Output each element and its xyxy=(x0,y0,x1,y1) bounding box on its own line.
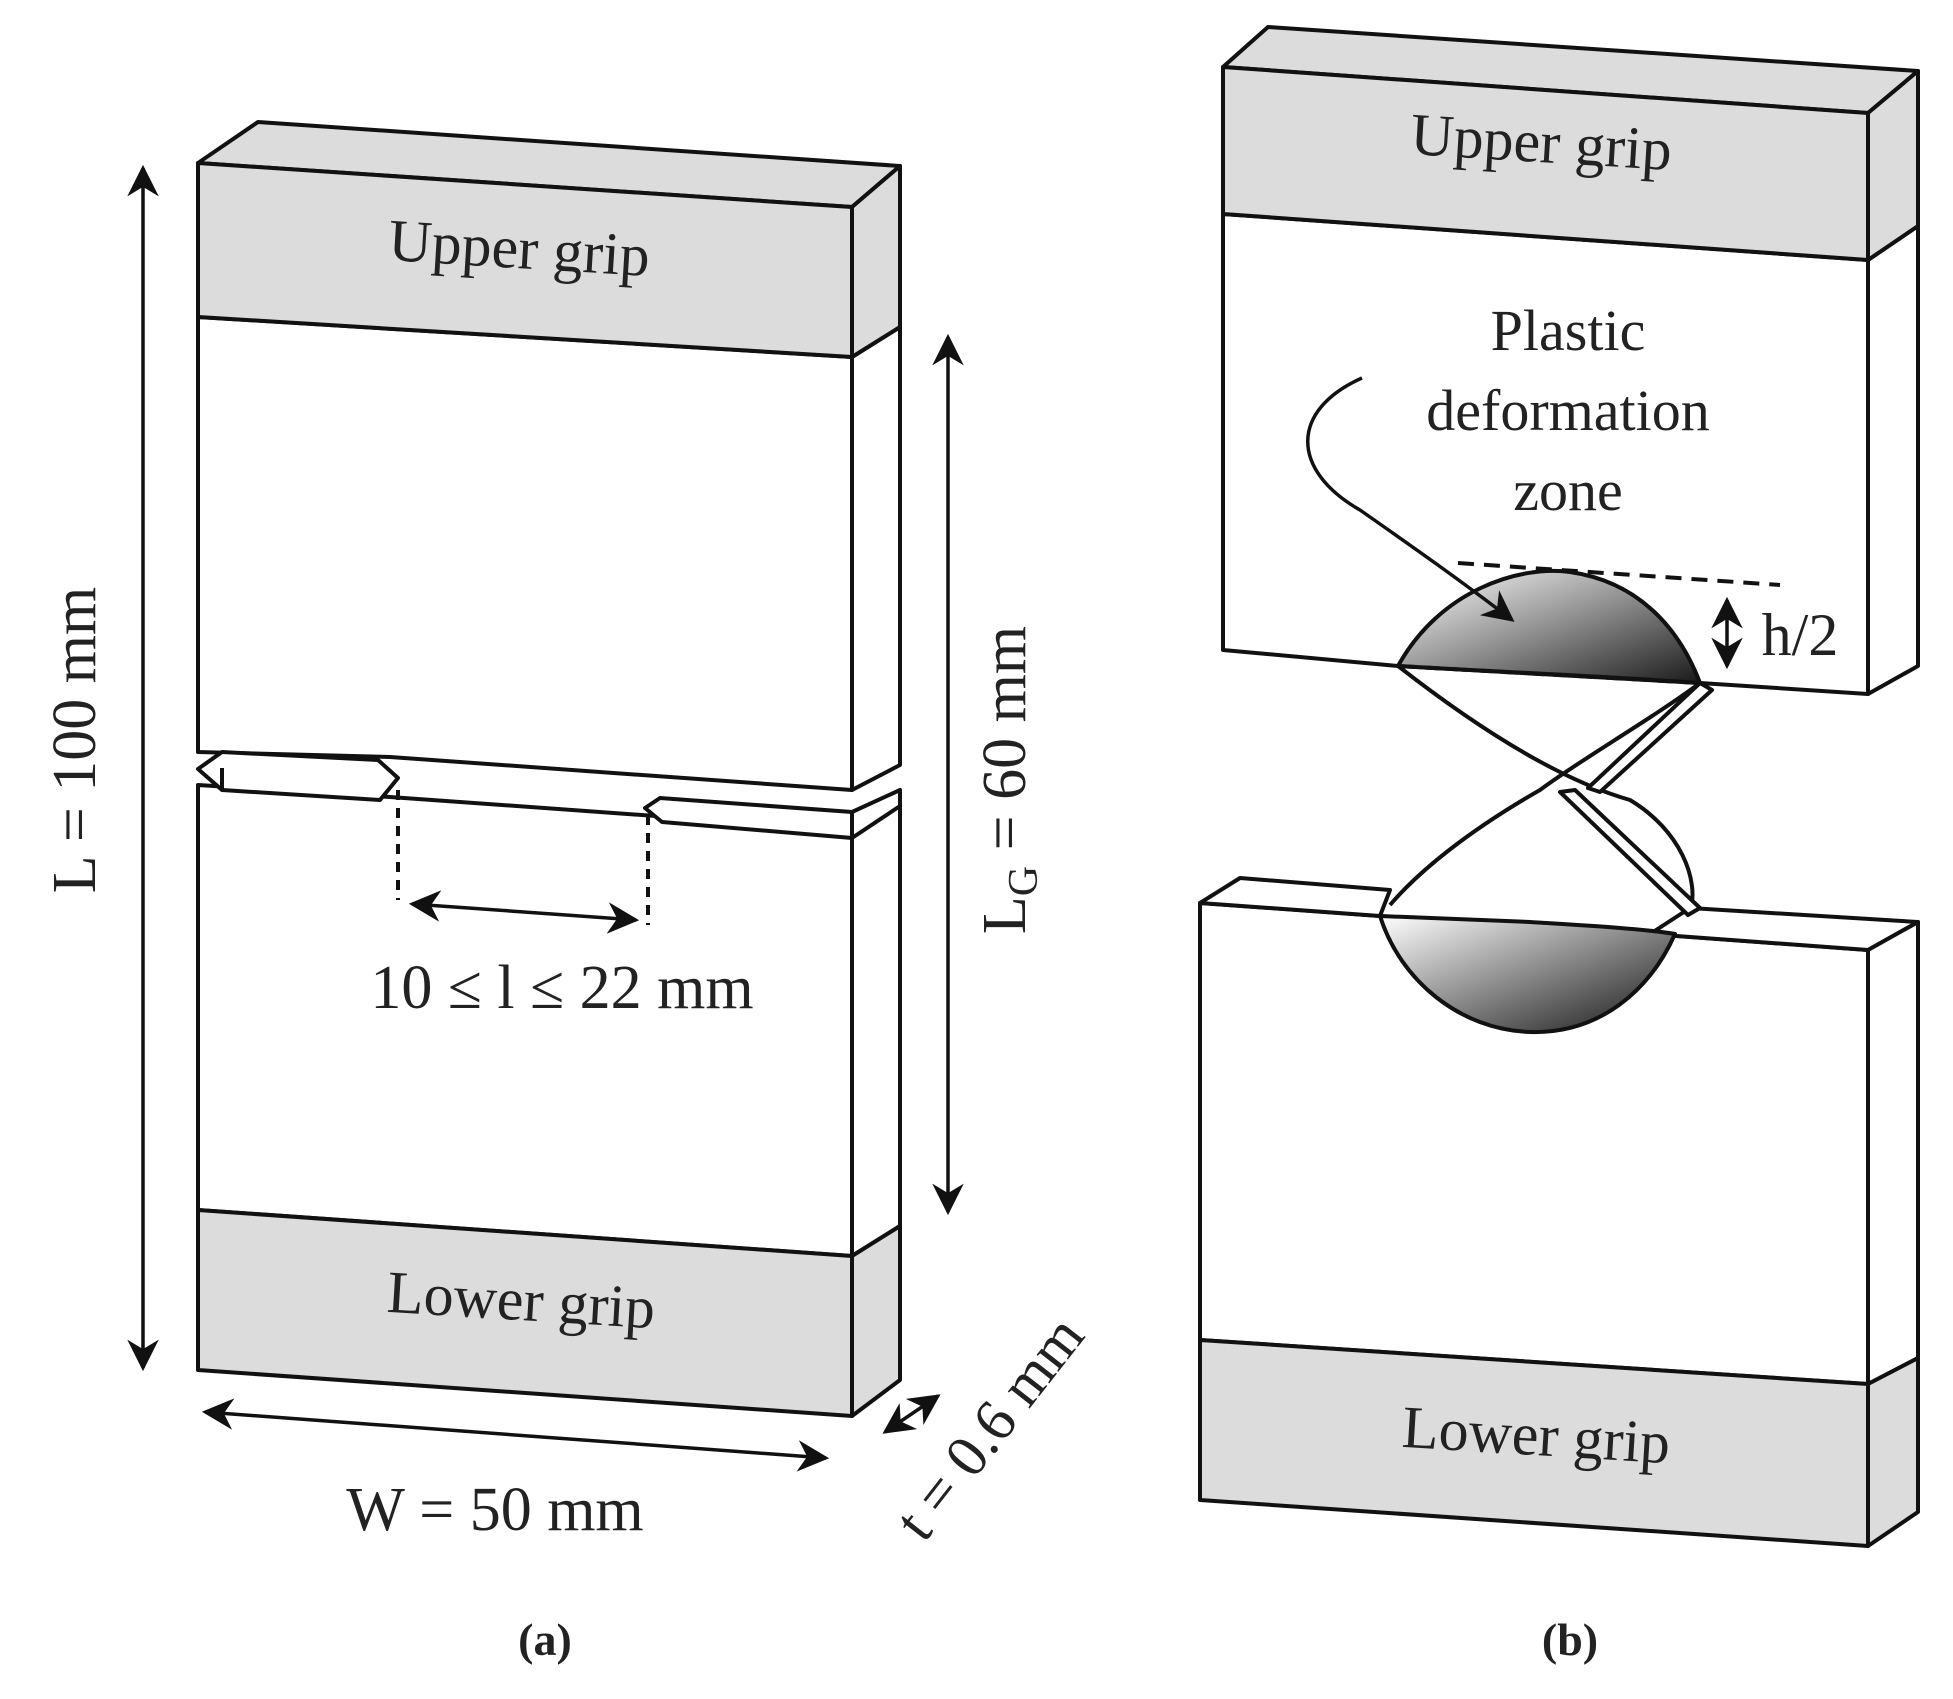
zone-top-dashed-line xyxy=(1457,561,1781,587)
ligament-dimension-arrow xyxy=(408,890,640,934)
tear-line-2 xyxy=(1388,681,1702,907)
specimen-b-lower-side xyxy=(1866,920,1920,1386)
zone-pointer-arrow xyxy=(1306,376,1515,622)
specimen-b-upper-side xyxy=(1866,224,1920,696)
specimen-a xyxy=(196,120,902,1418)
specimen-a-side-upper xyxy=(850,325,902,792)
gauge-length-subscript: G xyxy=(1001,866,1047,896)
specimen-a-side-lower xyxy=(850,798,902,1258)
caption-b: (b) xyxy=(1542,1614,1598,1665)
lower-grip-b-label: Lower grip xyxy=(1400,1394,1672,1476)
lower-grip-b-side xyxy=(1866,1356,1920,1548)
caption-a: (a) xyxy=(518,1614,572,1665)
upper-grip-b-side xyxy=(1866,69,1920,262)
zone-label-line-2: deformation xyxy=(1426,378,1709,443)
plastic-zone-lower xyxy=(1378,914,1677,1035)
zone-label-line-1: Plastic xyxy=(1491,298,1646,363)
thickness-dimension-arrow xyxy=(882,1394,941,1434)
upper-grip-a-side xyxy=(850,164,902,359)
lower-grip-a-side xyxy=(850,1224,902,1418)
panel-a: Upper grip Lower grip L = 100 mm LG = 60… xyxy=(41,120,1096,1665)
lower-grip-a-label: Lower grip xyxy=(385,1259,657,1341)
tear-strip-upper xyxy=(1586,681,1714,794)
torn-ligament xyxy=(1388,664,1714,917)
specimen-a-body-upper xyxy=(196,315,854,792)
width-label: W = 50 mm xyxy=(346,1476,643,1544)
tear-strip-lower xyxy=(1558,788,1702,917)
right-notch-side xyxy=(850,788,902,840)
gauge-length-label: LG = 60 mm xyxy=(971,626,1047,934)
ligament-label: 10 ≤ l ≤ 22 mm xyxy=(370,954,753,1022)
gauge-length-symbol: L xyxy=(971,896,1039,934)
zone-label-line-3: zone xyxy=(1513,458,1623,523)
gauge-length-value: = 60 mm xyxy=(971,626,1039,866)
upper-grip-b-label: Upper grip xyxy=(1409,101,1674,183)
thickness-label: t = 0.6 mm xyxy=(882,1303,1096,1552)
panel-b: h/2 Plastic deformation zone Upper grip … xyxy=(1198,25,1920,1665)
half-height-label: h/2 xyxy=(1762,602,1839,668)
upper-grip-a-label: Upper grip xyxy=(387,207,652,289)
length-label: L = 100 mm xyxy=(41,587,109,894)
tear-line-1 xyxy=(1396,664,1695,913)
specimen-b-lower-top xyxy=(1198,876,1392,918)
width-dimension-arrow xyxy=(201,1398,830,1472)
